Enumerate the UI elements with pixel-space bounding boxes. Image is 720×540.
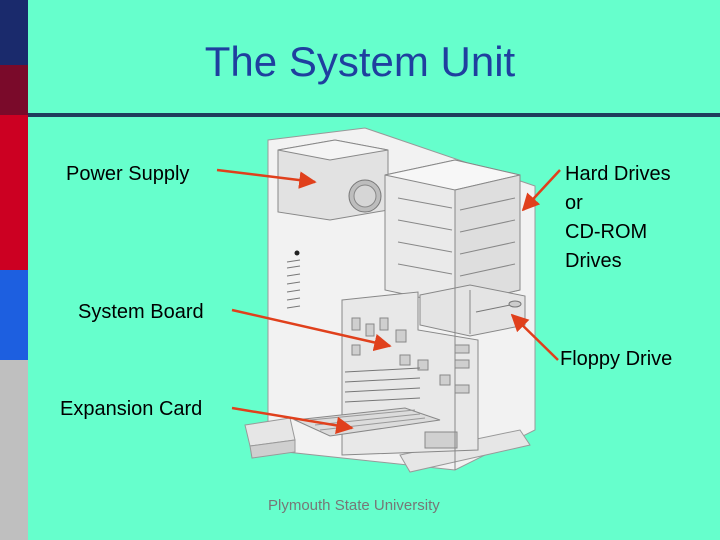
system-board-arrow [231,308,392,352]
title-divider [28,113,720,117]
power-supply-box [277,139,389,221]
case-base [244,417,531,473]
hard-drives-label: Hard Drives or CD-ROM Drives [565,160,671,276]
sidebar-segment-navy [0,0,28,65]
footer-text: Plymouth State University [268,497,440,514]
system-board-label: System Board [78,301,204,323]
floppy-drive-arrow [510,313,559,361]
sidebar-segment-maroon [0,65,28,115]
slide-title: The System Unit [204,38,516,85]
side-vents [286,250,301,309]
sidebar-segment-red [0,115,28,270]
sidebar-color-bar [0,0,28,540]
power-supply-arrow [216,168,317,189]
power-supply-label: Power Supply [66,163,190,185]
hard-drives-label-line: CD-ROM [565,221,648,243]
expansion-card-label: Expansion Card [60,398,203,420]
floppy-drive-label: Floppy Drive [560,348,673,370]
floppy-bay [419,284,526,337]
hard-drives-label-line: Hard Drives [565,163,671,185]
sidebar-segment-gray [0,360,28,540]
expansion-card-arrow [231,406,354,435]
drive-bays [384,159,521,306]
hard-drives-label-line: or [565,192,583,214]
sidebar-segment-blue [0,270,28,360]
hard-drives-arrow [521,169,561,212]
hard-drives-label-line: Drives [565,250,622,272]
